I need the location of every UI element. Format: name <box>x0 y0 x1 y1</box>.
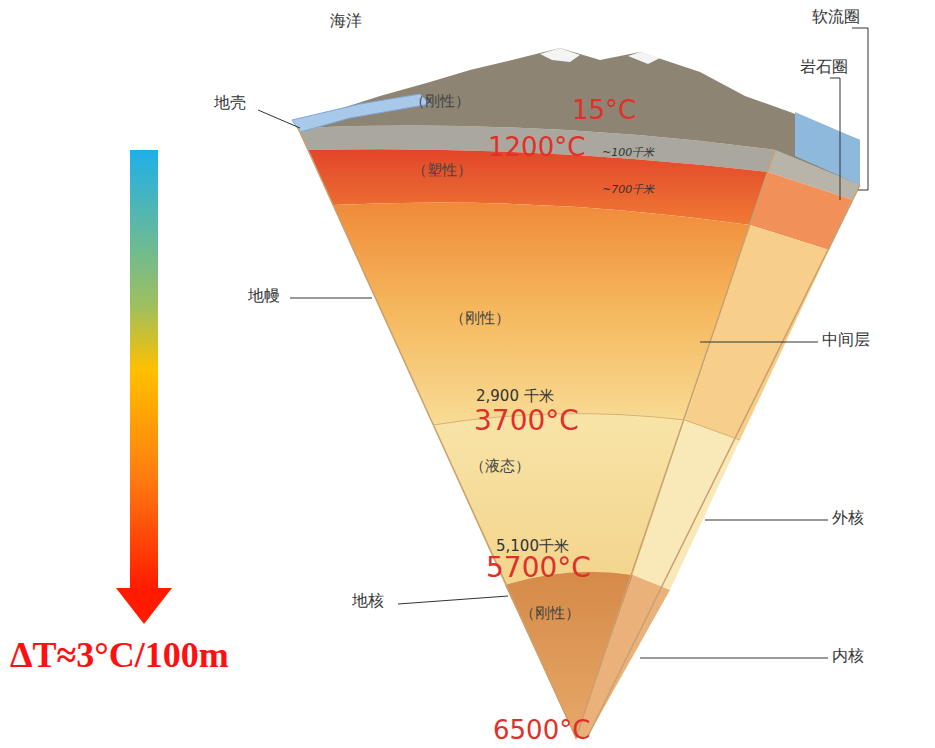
state-label: （液态） <box>470 458 530 475</box>
state-label: （塑性） <box>412 162 472 179</box>
layer-name: 地幔 <box>248 287 280 305</box>
leader-lines <box>258 28 868 658</box>
depth-label: ~100千米 <box>602 147 654 159</box>
layer-name: 地核 <box>352 592 384 610</box>
temperature-label: 5700°C <box>486 553 591 584</box>
depth-label: 2,900 千米 <box>476 388 554 405</box>
gradient-label: ΔT≈3°C/100m <box>10 636 229 676</box>
layer-name: 地壳 <box>214 94 246 112</box>
state-label: （刚性） <box>450 310 510 327</box>
layer-name: 内核 <box>832 647 864 665</box>
arrow-head <box>116 588 172 624</box>
temperature-label: 3700°C <box>474 406 579 437</box>
layer-name: 中间层 <box>822 331 870 349</box>
surface-label: 海洋 <box>330 12 362 30</box>
gradient-bar <box>130 150 158 590</box>
state-label: （刚性） <box>520 605 580 622</box>
layer-name: 软流圈 <box>812 8 860 26</box>
temperature-label: 15°C <box>572 96 636 125</box>
temperature-label: 1200°C <box>488 133 585 162</box>
layer-name: 岩石圈 <box>800 58 848 76</box>
layer-name: 外核 <box>832 509 864 527</box>
temperature-label: 6500°C <box>493 716 590 745</box>
depth-label: ~700千米 <box>602 184 654 196</box>
state-label: （刚性） <box>410 93 470 110</box>
